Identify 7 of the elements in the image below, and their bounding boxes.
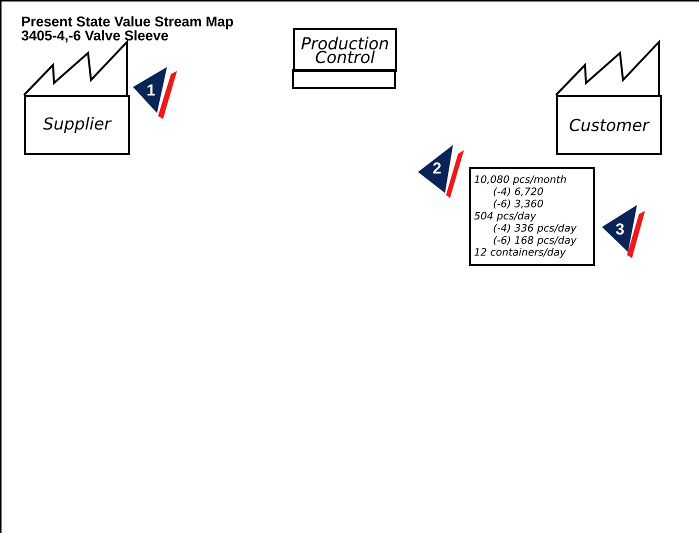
- title: Present State Value Stream Map: [22, 16, 234, 30]
- data-box: 10,080 pcs/month (-4) 6,720 (-6) 3,360 504 pcs/day (-4) 336 pcs/day (-6) 168 pcs/day 12 containers/day: [469, 167, 595, 266]
- process-box: Production Control: [292, 28, 397, 89]
- callout-number: 1: [133, 67, 177, 119]
- factory-box: Customer: [555, 39, 662, 155]
- callout-number: 2: [418, 145, 464, 198]
- callout-number: 3: [602, 205, 645, 258]
